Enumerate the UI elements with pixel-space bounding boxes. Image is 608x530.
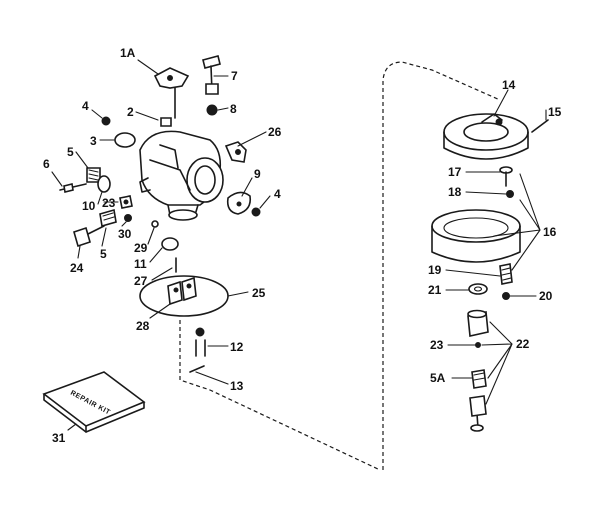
callout-15: 15 bbox=[548, 105, 562, 119]
callout-labels: 1A 7 2 8 4 3 26 5 6 9 4 10 23 30 5 29 24… bbox=[43, 46, 562, 445]
callout-23-left: 23 bbox=[102, 196, 116, 210]
part-31-repair-kit-book: REPAIR KIT bbox=[42, 371, 146, 433]
callout-21: 21 bbox=[428, 283, 442, 297]
part-3-disc bbox=[114, 132, 136, 148]
part-14-seal bbox=[443, 113, 529, 160]
group-boundary-dashed-line bbox=[382, 61, 501, 470]
part-22-fitting bbox=[467, 309, 489, 337]
part-12-bolts bbox=[195, 327, 206, 357]
part-18-nut bbox=[506, 190, 514, 198]
callout-16: 16 bbox=[543, 225, 557, 239]
callout-24: 24 bbox=[70, 261, 84, 275]
callout-11: 11 bbox=[134, 257, 147, 271]
part-29-ball bbox=[151, 220, 159, 228]
callout-20: 20 bbox=[539, 289, 553, 303]
part-16-float-bowl bbox=[431, 209, 521, 263]
part-6-needle bbox=[59, 183, 87, 193]
callout-18: 18 bbox=[448, 185, 462, 199]
part-2-clip bbox=[160, 117, 172, 127]
part-23-small-fitting bbox=[119, 195, 133, 209]
callout-5A: 5A bbox=[430, 371, 446, 385]
part-8-nut bbox=[206, 104, 218, 116]
part-1A-bracket bbox=[153, 67, 190, 119]
callout-27: 27 bbox=[134, 274, 148, 288]
callout-25: 25 bbox=[252, 286, 266, 300]
part-4-lower-screw bbox=[251, 207, 261, 217]
part-5A-spring bbox=[471, 369, 487, 389]
callout-4-upper: 4 bbox=[82, 99, 89, 113]
callout-1A: 1A bbox=[120, 46, 136, 60]
callout-4-lower: 4 bbox=[274, 187, 281, 201]
callout-8: 8 bbox=[230, 102, 237, 116]
callout-3: 3 bbox=[90, 134, 97, 148]
part-19-spring bbox=[499, 263, 513, 285]
part-10-washer bbox=[97, 175, 111, 193]
callout-31: 31 bbox=[52, 431, 66, 445]
callout-29: 29 bbox=[134, 241, 148, 255]
part-7-adjust-screw bbox=[202, 55, 221, 95]
callout-17: 17 bbox=[448, 165, 462, 179]
callout-7: 7 bbox=[231, 69, 238, 83]
part-5-lower-spring bbox=[99, 208, 117, 228]
part-21-washer bbox=[468, 283, 488, 295]
callout-26: 26 bbox=[268, 125, 282, 139]
part-11-disc bbox=[161, 237, 179, 251]
part-9-plate bbox=[226, 191, 252, 215]
part-26-fitting bbox=[224, 141, 247, 163]
callout-2: 2 bbox=[127, 105, 134, 119]
callout-23-right: 23 bbox=[430, 338, 444, 352]
callout-14: 14 bbox=[502, 78, 516, 92]
callout-10: 10 bbox=[82, 199, 96, 213]
callout-30: 30 bbox=[118, 227, 132, 241]
float-bowl-guide-dashed-line bbox=[179, 320, 381, 471]
part-24-screw bbox=[73, 225, 105, 248]
callout-22: 22 bbox=[516, 337, 530, 351]
callout-9: 9 bbox=[254, 167, 261, 181]
callout-12: 12 bbox=[230, 340, 244, 354]
part-30-nut bbox=[124, 214, 132, 222]
callout-13: 13 bbox=[230, 379, 244, 393]
part-22-screw bbox=[469, 395, 487, 432]
part-17-bolt bbox=[499, 166, 513, 187]
part-13-screw bbox=[189, 365, 205, 373]
carburetor-body bbox=[139, 130, 224, 221]
part-4-upper-screw bbox=[101, 116, 111, 126]
leader-lines bbox=[51, 59, 547, 431]
part-28-float bbox=[167, 276, 197, 306]
callout-5-lower: 5 bbox=[100, 247, 107, 261]
callout-28: 28 bbox=[136, 319, 150, 333]
part-15-pin bbox=[531, 119, 549, 133]
callout-6: 6 bbox=[43, 157, 50, 171]
part-23-washer bbox=[475, 342, 481, 348]
callout-19: 19 bbox=[428, 263, 442, 277]
part-20-clip bbox=[502, 292, 510, 300]
callout-5-upper: 5 bbox=[67, 145, 74, 159]
